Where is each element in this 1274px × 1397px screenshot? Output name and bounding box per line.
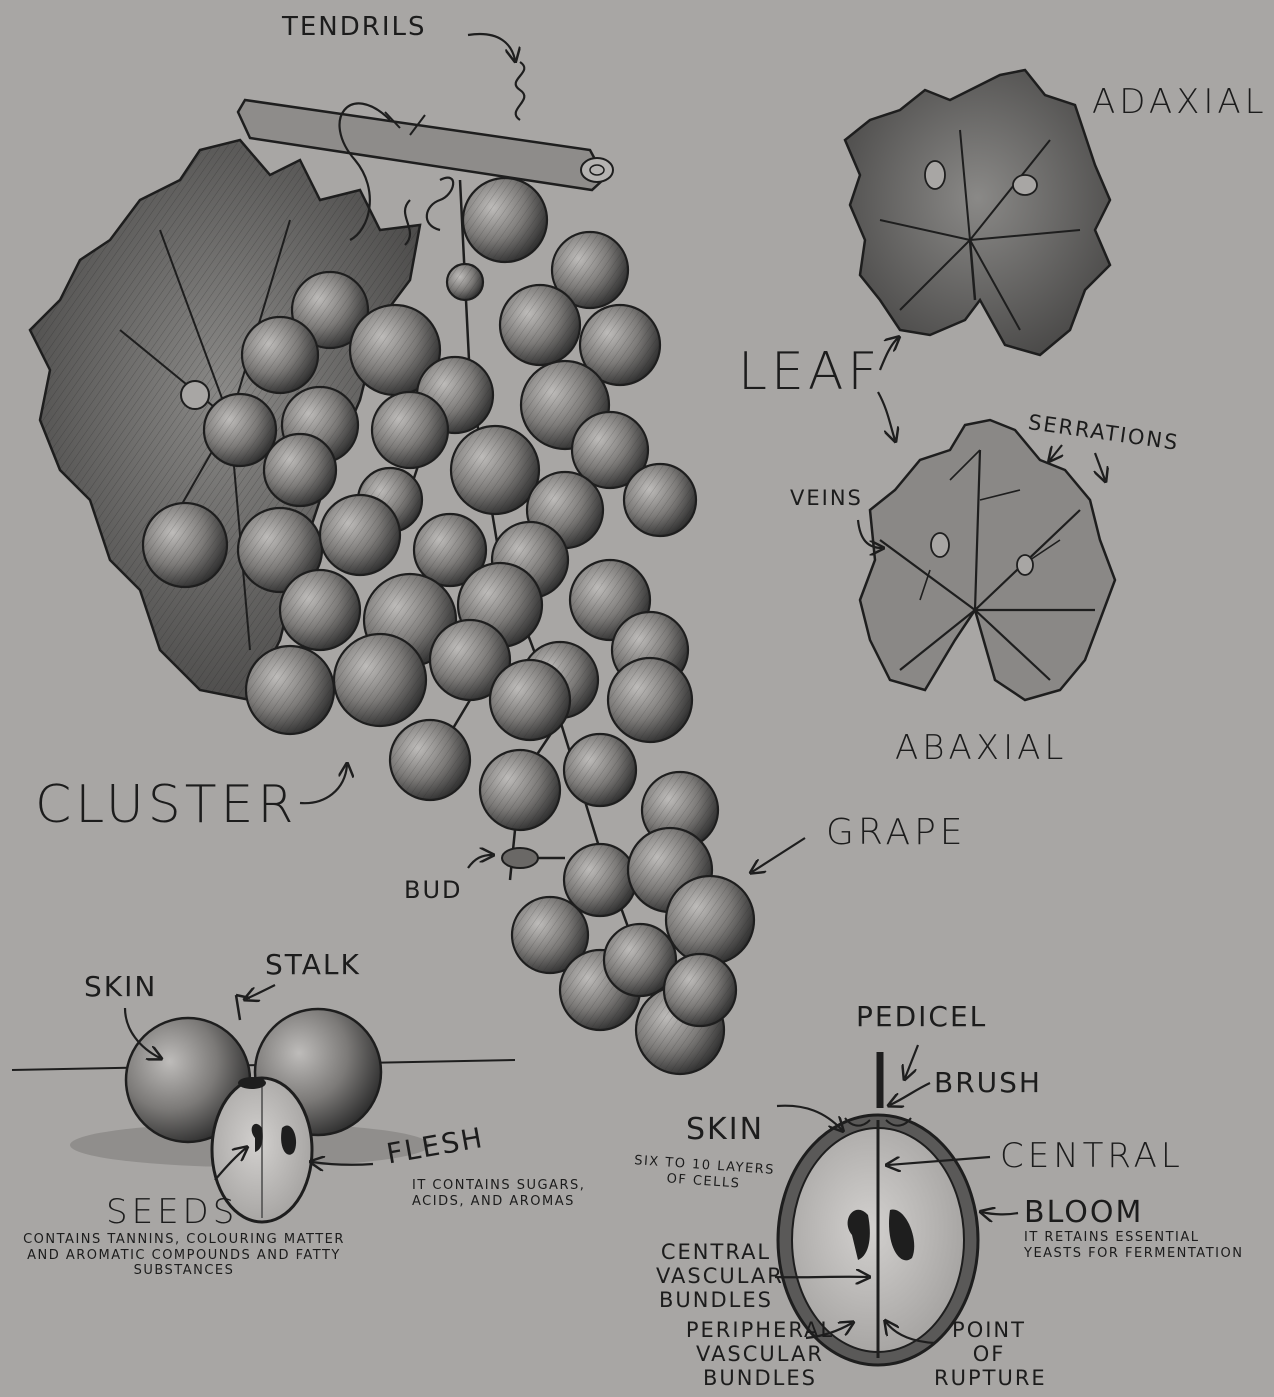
label-point-of-rupture: POINT OF RUPTURE [934,1318,1044,1390]
bloom-note: IT RETAINS ESSENTIAL YEASTS FOR FERMENTA… [1024,1230,1254,1261]
adaxial-leaf [845,70,1110,355]
label-veins: VEINS [790,486,863,510]
cluster-grape-hatching [246,646,334,734]
label-skin-left: SKIN [84,970,157,1003]
cluster-grape-hatching [320,495,400,575]
label-leaf: LEAF [738,342,881,402]
seeds-note: CONTAINS TANNINS, COLOURING MATTER AND A… [14,1232,354,1279]
cluster-grape-hatching [664,954,736,1026]
label-central: CENTRAL [1000,1136,1184,1176]
cluster-grape-hatching [280,570,360,650]
cluster-grape-hatching [463,178,547,262]
cluster-grape-hatching [390,720,470,800]
label-central-vascular-bundles: CENTRAL VASCULAR BUNDLES [656,1240,776,1312]
cluster-grape-hatching [143,503,227,587]
cluster-grape-hatching [564,734,636,806]
label-adaxial: ADAXIAL [1092,82,1268,122]
label-peripheral-vascular-bundles: PERIPHERAL VASCULAR BUNDLES [640,1318,880,1390]
cluster-grape-hatching [480,750,560,830]
cluster-grape-hatching [624,464,696,536]
cluster-grape-hatching [451,426,539,514]
label-tendrils: TENDRILS [282,12,427,42]
label-brush: BRUSH [934,1066,1042,1099]
cluster-grape-hatching [372,392,448,468]
cluster-grape-hatching [447,264,483,300]
cluster-grape-hatching [608,658,692,742]
label-grape: GRAPE [826,812,967,853]
label-bud: BUD [404,876,463,904]
label-seeds: SEEDS [106,1192,238,1232]
label-cluster: CLUSTER [35,775,298,835]
label-bloom: BLOOM [1024,1195,1143,1230]
label-pedicel: PEDICEL [856,1000,987,1033]
cluster-grape-hatching [242,317,318,393]
flesh-note: IT CONTAINS SUGARS, ACIDS, AND AROMAS [412,1178,592,1209]
cluster-grape-hatching [204,394,276,466]
bud [502,848,565,868]
label-abaxial: ABAXIAL [895,728,1067,768]
label-skin-right: SKIN [686,1112,764,1147]
cluster-grape-hatching [334,634,426,726]
abaxial-leaf [860,420,1115,700]
cluster-grape-hatching [264,434,336,506]
cluster-grape-hatching [666,876,754,964]
cluster-grape-hatching [490,660,570,740]
label-stalk: STALK [265,948,361,981]
cluster-grape-hatching [500,285,580,365]
